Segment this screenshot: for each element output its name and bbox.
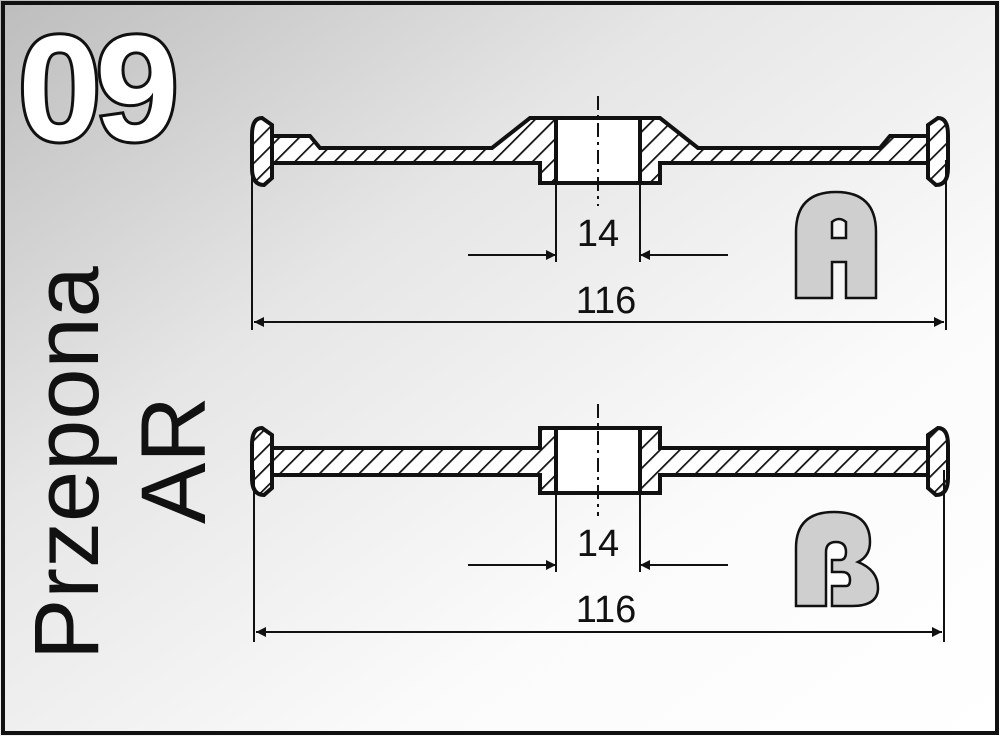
overall-dimension-b: 116 bbox=[576, 589, 637, 631]
bore-dimension-b: 14 bbox=[577, 523, 619, 565]
variant-badge-a bbox=[794, 190, 878, 300]
variant-badge-b bbox=[794, 510, 880, 608]
bore-dimension-a: 14 bbox=[577, 213, 619, 255]
left-bead-b bbox=[250, 425, 274, 498]
overall-dimension-a: 116 bbox=[576, 280, 637, 322]
side-title-line1: Przepona bbox=[16, 265, 118, 660]
right-bead-a bbox=[926, 115, 950, 188]
diaphragm-section-b: 14 116 B bbox=[250, 404, 950, 642]
sheet-number: 09 bbox=[18, 4, 173, 172]
side-title-line2: AR bbox=[123, 396, 225, 524]
left-bead-a bbox=[250, 115, 274, 188]
diaphragm-section-a: 14 116 A bbox=[250, 96, 950, 330]
